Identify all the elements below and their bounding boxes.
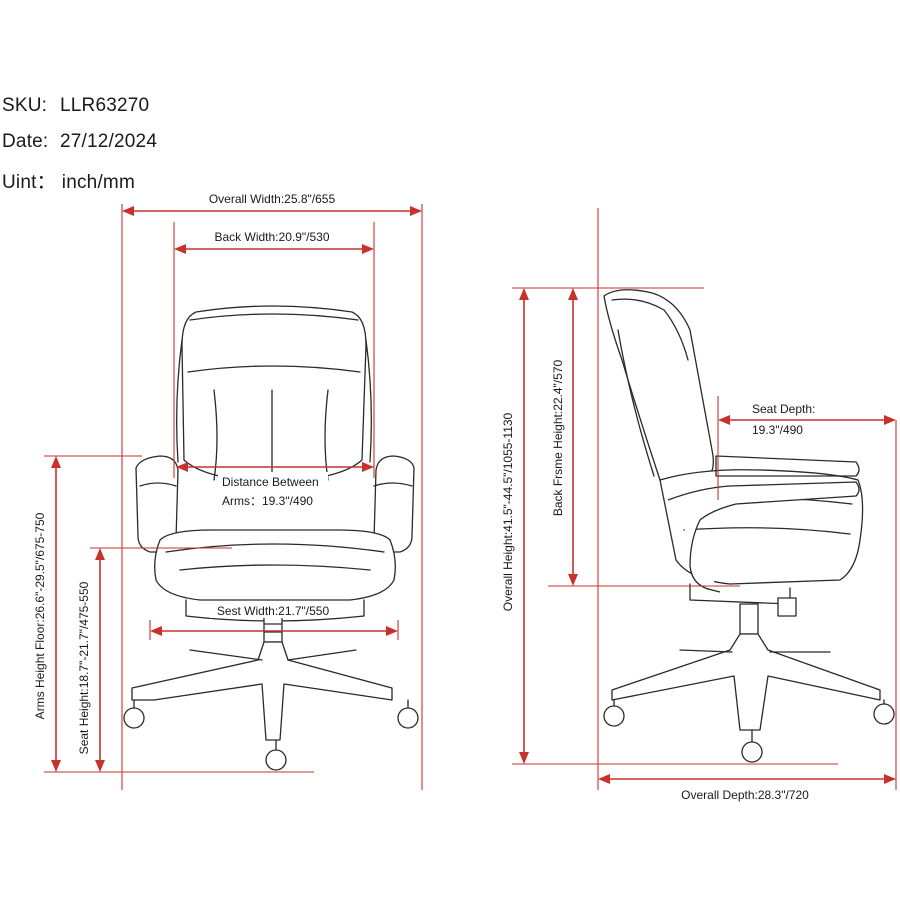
seat-width-dimension: Sest Width:21.7"/550 [150,602,398,636]
seat-height-dimension: Seat Height:18.7"-21.7"/475-550 [77,548,105,772]
sku-row: SKU: LLR63270 [2,95,149,117]
distance-between-arms-dimension: Distance Between Arms：19.3"/490 [176,462,374,510]
seat-depth-dimension: Seat Depth: 19.3"/490 [718,401,896,438]
back-frame-height-dimension: Back Frsme Height:22.4"/570 [551,288,578,586]
overall-height-label: Overall Height:41.5"-44.5"/1055-1130 [501,412,515,611]
overall-height-dimension: Overall Height:41.5"-44.5"/1055-1130 [501,288,529,764]
overall-width-label: Overall Width:25.8"/655 [209,192,336,206]
sku-value: LLR63270 [60,95,150,116]
date-row: Date: 27/12/2024 [2,131,157,153]
back-width-dimension: Back Width:20.9"/530 [174,228,374,254]
sku-key: SKU: [2,95,48,116]
arms-height-floor-label: Arms Height Floor:26.6"-29.5"/675-750 [33,512,47,719]
front-view-chair-illustration [123,305,419,771]
back-width-label: Back Width:20.9"/530 [215,230,330,244]
date-value: 27/12/2024 [60,131,158,152]
side-view-chair-illustration [603,289,895,763]
unit-key: Uint： [2,172,56,193]
back-frame-height-label: Back Frsme Height:22.4"/570 [551,360,565,517]
seat-width-label: Sest Width:21.7"/550 [217,604,330,618]
unit-row: Uint：inch/mm [2,167,135,194]
overall-depth-dimension: Overall Depth:28.3"/720 [598,774,896,802]
seat-depth-label-line1: Seat Depth: [752,402,815,416]
seat-depth-label-line2: 19.3"/490 [752,423,803,437]
overall-depth-label: Overall Depth:28.3"/720 [681,788,809,802]
arms-height-floor-dimension: Arms Height Floor:26.6"-29.5"/675-750 [33,456,61,772]
distance-between-label-line2: Arms：19.3"/490 [222,494,313,508]
unit-value: inch/mm [61,172,135,193]
overall-width-dimension: Overall Width:25.8"/655 [122,190,422,216]
date-key: Date: [2,131,49,152]
distance-between-label-line1: Distance Between [222,475,319,489]
seat-height-label: Seat Height:18.7"-21.7"/475-550 [77,581,91,754]
